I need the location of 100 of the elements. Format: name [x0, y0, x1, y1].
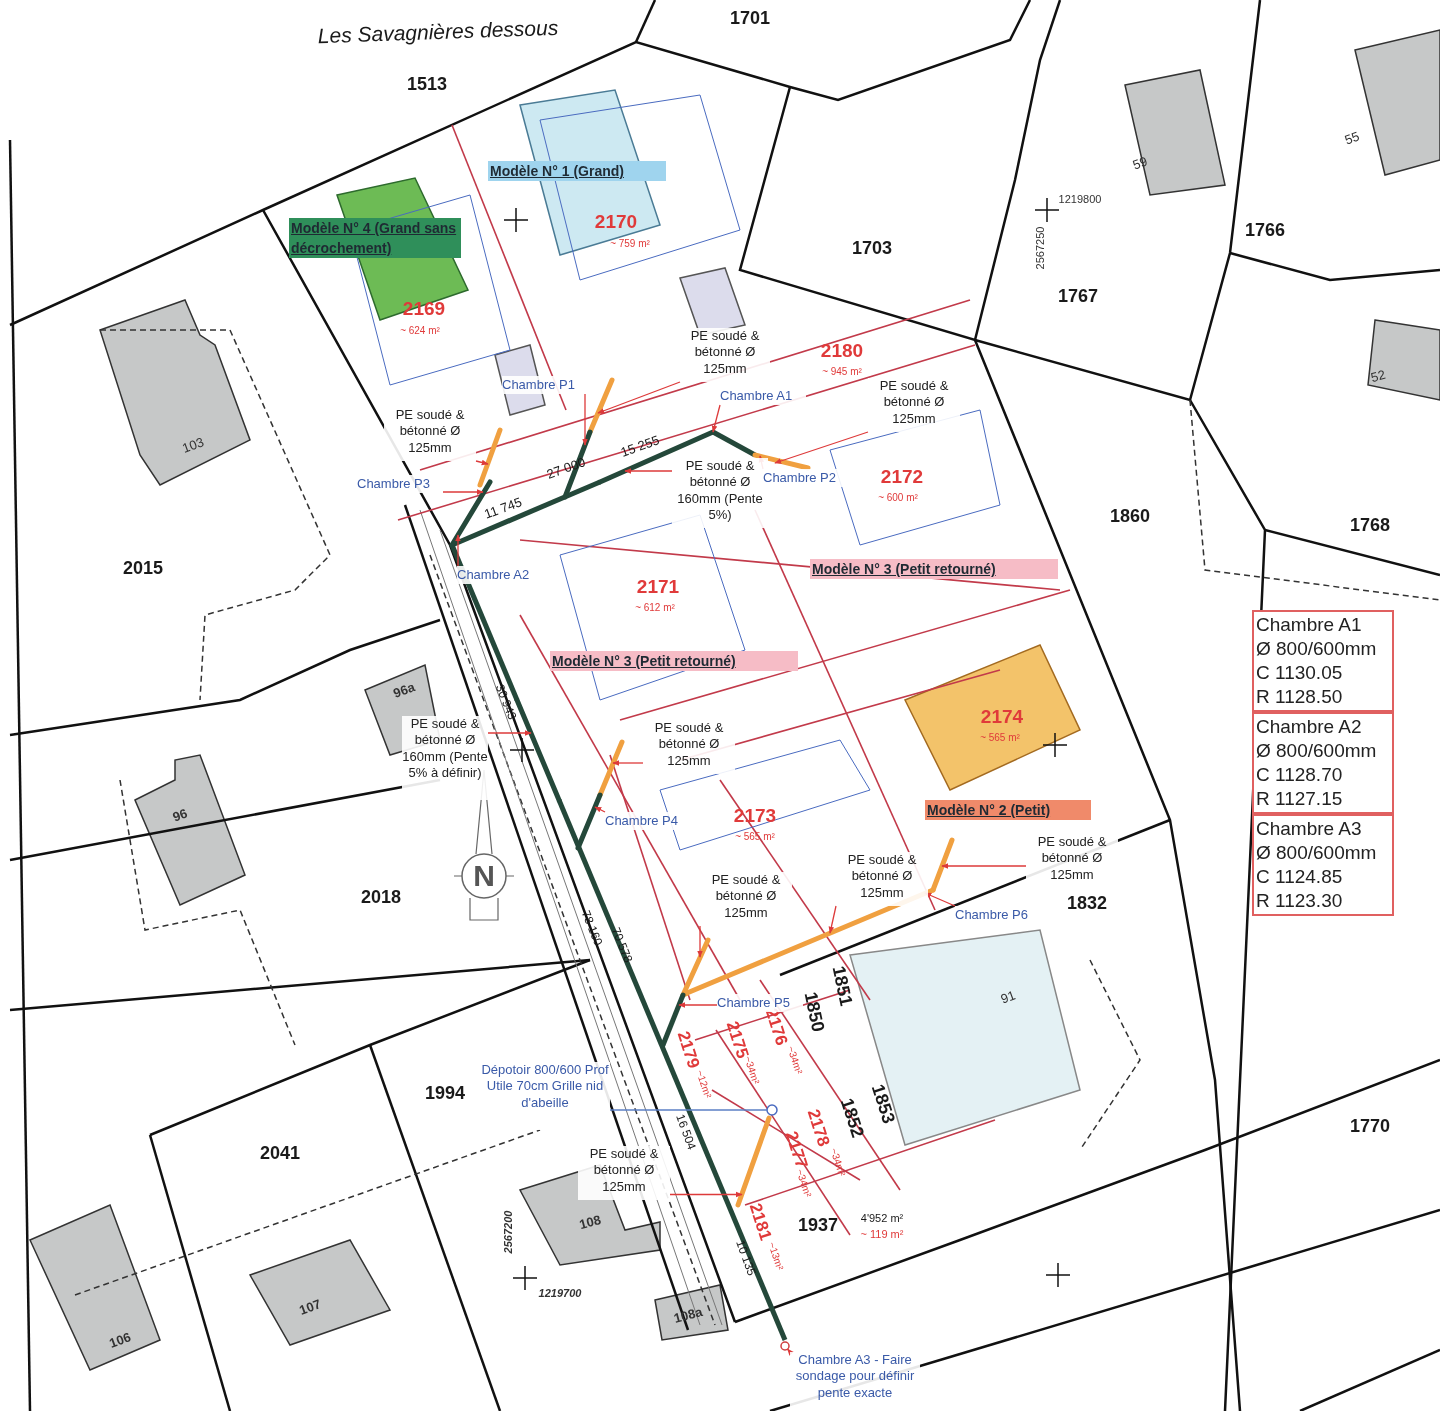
sewer-pipe — [562, 429, 593, 500]
parcel-number: 2015 — [123, 557, 163, 579]
leader-line — [828, 905, 837, 934]
dimension-text: 30 943 — [492, 682, 520, 722]
chamber-heading: Chambre A2 — [1256, 715, 1363, 739]
chamber-spec-text: C 1128.70 — [1256, 763, 1344, 787]
lot-number: 2179 — [672, 1028, 704, 1071]
chamber-heading: Chambre A3 — [1256, 817, 1363, 841]
area-text: ~34m² — [828, 1146, 848, 1178]
parcel-number: 1768 — [1350, 514, 1390, 536]
chamber-spec-text: R 1127.15 — [1256, 787, 1344, 811]
chamber-label: Chambre P5 — [717, 994, 803, 1012]
chamber-info-box — [1252, 712, 1394, 814]
leader-line — [786, 1348, 794, 1356]
model-label: Modèle N° 1 (Grand) — [488, 161, 666, 181]
area-text: ~34m² — [785, 1044, 805, 1076]
chamber-spec-text: Ø 800/600mm — [1256, 841, 1378, 865]
house-number: 91 — [998, 987, 1018, 1007]
chamber-heading: Chambre A1 — [1256, 613, 1363, 637]
area-text: ~ 565 m² — [980, 731, 1020, 743]
drain-pipe — [930, 837, 955, 893]
leader-line — [612, 760, 644, 766]
model-label: Modèle N° 3 (Petit retourné) — [810, 559, 1058, 579]
manhole-marker — [766, 1104, 778, 1116]
chamber-spec-text: R 1123.30 — [1256, 889, 1344, 913]
area-text: ~ 759 m² — [610, 237, 650, 249]
house-number: 96a — [391, 679, 417, 701]
leader-line — [609, 1109, 768, 1111]
house-number: 106 — [107, 1329, 133, 1351]
parcel-number: 1767 — [1058, 285, 1098, 307]
house-number: 55 — [1342, 128, 1362, 148]
lot-number: 2172 — [880, 466, 924, 488]
area-text: ~13m² — [766, 1240, 786, 1272]
parcel-number: 1770 — [1350, 1115, 1390, 1137]
leader-line — [582, 393, 588, 446]
model-label: Modèle N° 4 (Grand sans décrochement) — [289, 218, 461, 258]
chamber-spec-text: Ø 800/600mm — [1256, 739, 1378, 763]
leader-line — [597, 381, 681, 414]
dimension-text: 15 255 — [618, 432, 662, 460]
parcel-number: 1832 — [1067, 892, 1107, 914]
coordinate-text: 2567250 — [1034, 226, 1046, 270]
leader-line — [774, 431, 869, 464]
dimension-text: 78 160 — [578, 908, 606, 948]
coordinate-text: 1219800 — [1058, 193, 1102, 205]
parcel-number: 1860 — [1110, 505, 1150, 527]
parcel-number: 1852 — [835, 1095, 869, 1141]
dimension-text: 27 000 — [544, 454, 588, 482]
callout-text: PE soudé & bétonné Ø 160mm (Pente 5% à définir) — [402, 716, 488, 800]
callout-text: PE soudé & bétonné Ø 125mm — [868, 378, 960, 432]
leader-line — [455, 534, 461, 567]
area-text: ~ 119 m² — [860, 1228, 904, 1240]
chamber-spec-text: R 1128.50 — [1256, 685, 1344, 709]
house-number: 52 — [1369, 366, 1387, 386]
parcel-number: 1853 — [866, 1081, 900, 1127]
house-number: 108a — [672, 1304, 704, 1326]
north-letter: N — [473, 859, 495, 893]
leader-line — [624, 468, 673, 474]
area-text: ~ 612 m² — [635, 601, 675, 613]
parcel-number: 1703 — [852, 237, 892, 259]
dimension-text: 70 578 — [608, 925, 636, 965]
callout-text: Dépotoir 800/600 Prof Utile 70cm Grille nid d'abeille — [480, 1062, 610, 1130]
lot-number: 2175 — [721, 1018, 753, 1061]
model-label: Modèle N° 3 (Petit retourné) — [550, 651, 798, 671]
lot-number: 2180 — [820, 340, 864, 362]
chamber-info-box — [1252, 610, 1394, 712]
parcel-number: 2018 — [361, 886, 401, 908]
leader-line — [475, 459, 489, 466]
callout-text: PE soudé & bétonné Ø 125mm — [578, 1146, 670, 1200]
callout-text: Chambre A3 - Faire sondage pour définir pente exacte — [790, 1352, 920, 1410]
house-number: 103 — [180, 434, 206, 456]
area-text: 4'952 m² — [860, 1212, 904, 1224]
callout-text: PE soudé & bétonné Ø 125mm — [384, 407, 476, 461]
parcel-number: 1766 — [1245, 219, 1285, 241]
parcel-number: 2041 — [260, 1142, 300, 1164]
area-text: ~ 945 m² — [822, 365, 862, 377]
drain-pipe — [680, 937, 711, 998]
parcel-number: 1994 — [425, 1082, 465, 1104]
leader-line — [594, 806, 606, 813]
leader-line — [678, 1002, 718, 1008]
drain-pipe — [477, 427, 503, 488]
parcel-number: 1937 — [798, 1214, 838, 1236]
leader-line — [697, 925, 703, 958]
coordinate-text: 2567200 — [502, 1210, 514, 1254]
model-label: Modèle N° 2 (Petit) — [925, 800, 1091, 820]
place-name: Les Savagnières dessous — [317, 15, 559, 49]
dimension-text: 11 745 — [482, 494, 524, 522]
leader-line — [711, 404, 721, 433]
house-number: 107 — [297, 1296, 323, 1318]
parcel-number: 1513 — [407, 73, 447, 95]
chamber-spec-text: Ø 800/600mm — [1256, 637, 1378, 661]
lot-number: 2174 — [980, 706, 1024, 728]
parcel-number: 1851 — [827, 964, 857, 1008]
parcel-number: 1701 — [730, 7, 770, 29]
chamber-info-box — [1252, 814, 1394, 916]
leader-line — [669, 1191, 743, 1198]
coordinate-text: 1219700 — [538, 1287, 582, 1299]
leader-line — [442, 489, 484, 495]
sewer-pipe — [575, 792, 603, 851]
lot-number: 2171 — [636, 576, 680, 598]
chamber-spec-text: C 1130.05 — [1256, 661, 1344, 685]
